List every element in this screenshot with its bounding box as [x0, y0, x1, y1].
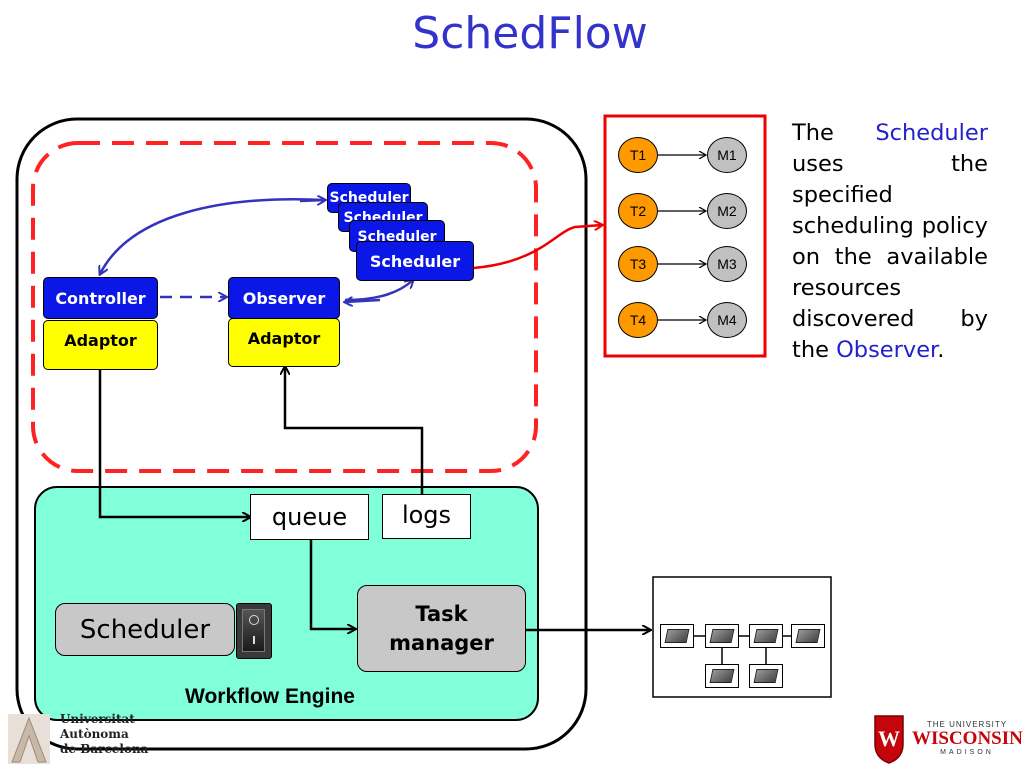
svg-text:W: W	[878, 726, 900, 751]
laptop-icon	[705, 664, 739, 688]
scheduler-box: Scheduler	[356, 241, 474, 281]
laptop-icon	[791, 624, 825, 648]
wisconsin-logo-text: THE UNIVERSITY WISCONSIN MADISON	[912, 720, 1023, 756]
adaptor-box: Adaptor	[43, 320, 158, 370]
description-text: The Scheduler uses the specified schedul…	[792, 120, 988, 363]
queue-box: queue	[250, 494, 369, 540]
machine-node: M1	[707, 137, 747, 173]
task-node: T4	[618, 302, 658, 338]
machine-node: M2	[707, 193, 747, 229]
outer-container	[15, 117, 588, 751]
uab-logo-icon	[8, 714, 50, 764]
task-node: T3	[618, 246, 658, 282]
resource-panel	[603, 114, 767, 358]
dashed-region	[31, 141, 538, 473]
adaptor-box: Adaptor	[228, 318, 340, 367]
power-switch-icon	[236, 603, 272, 659]
machine-node: M3	[707, 246, 747, 282]
workflow-engine-label: Workflow Engine	[185, 685, 355, 708]
machine-node: M4	[707, 302, 747, 338]
task-node: T2	[618, 193, 658, 229]
logs-box: logs	[382, 494, 471, 539]
laptop-icon	[749, 624, 783, 648]
page-title: SchedFlow	[412, 8, 648, 59]
wisconsin-crest-icon: W	[873, 714, 905, 764]
laptop-icon	[749, 664, 783, 688]
engine-scheduler-box: Scheduler	[55, 603, 235, 656]
uab-logo-text: Universitat Autònoma de Barcelona	[60, 712, 149, 756]
task-node: T1	[618, 137, 658, 173]
controller-box: Controller	[43, 277, 158, 319]
laptop-icon	[705, 624, 739, 648]
task-manager-box: Task manager	[357, 585, 526, 672]
observer-box: Observer	[228, 277, 340, 319]
laptop-icon	[660, 624, 694, 648]
